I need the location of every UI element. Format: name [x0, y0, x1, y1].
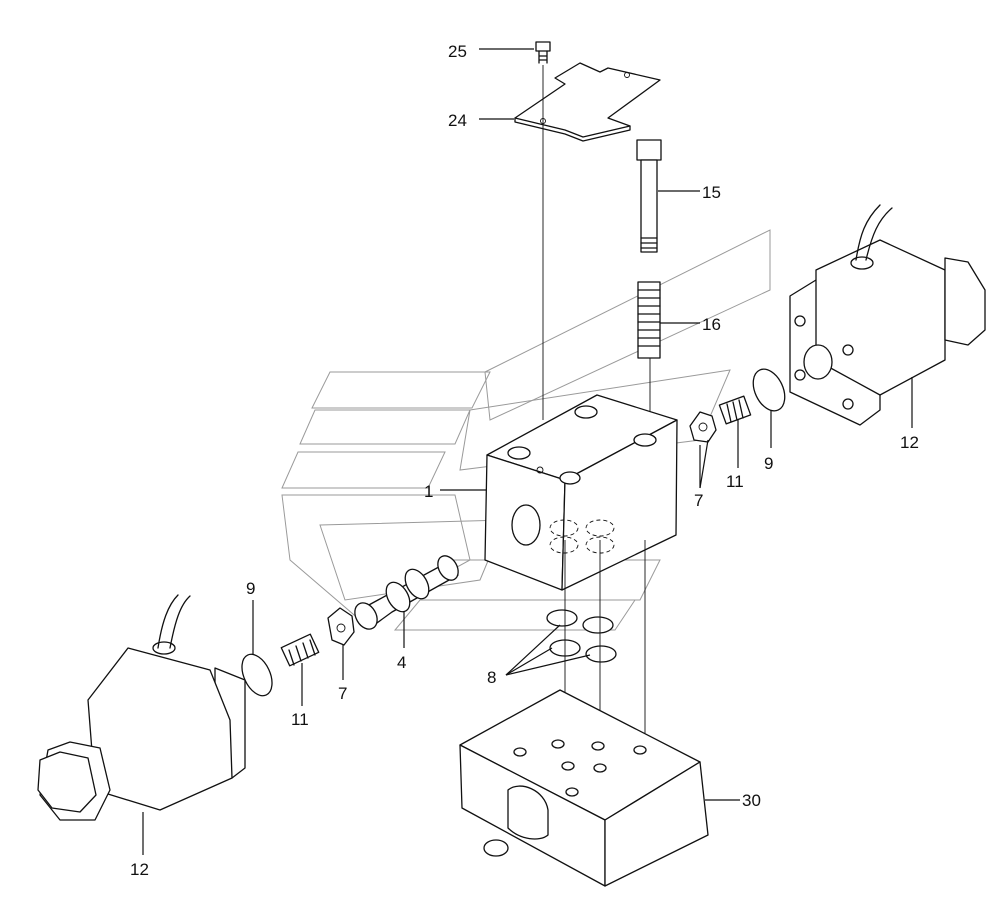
part-25-screw [479, 41, 551, 64]
part-30-subplate [459, 689, 740, 887]
callout-8: 8 [487, 668, 496, 687]
callout-1: 1 [424, 482, 433, 501]
callout-15: 15 [702, 183, 721, 202]
callout-9-right: 9 [764, 454, 773, 473]
part-4-spool [354, 555, 459, 648]
part-9-right-oring [752, 368, 786, 448]
part-7-right-retainer [689, 411, 717, 489]
callout-12-right: 12 [900, 433, 919, 452]
callout-24: 24 [448, 111, 467, 130]
callout-9-left: 9 [246, 579, 255, 598]
callout-25: 25 [448, 42, 467, 61]
callout-11-left: 11 [291, 710, 309, 729]
callout-11-right: 11 [726, 472, 744, 491]
part-11-right-spring [718, 395, 752, 468]
part-15-bolt [636, 139, 700, 253]
callout-7-left: 7 [338, 684, 347, 703]
callout-30: 30 [742, 791, 761, 810]
part-7-left-retainer [327, 607, 355, 680]
callout-labels: 25 24 15 16 1 7 11 9 12 9 11 7 4 8 30 12 [130, 42, 919, 879]
part-8-orings [505, 540, 646, 760]
part-24-cover-plate [479, 62, 661, 420]
callout-16: 16 [702, 315, 721, 334]
part-11-left-spring [280, 633, 320, 706]
callout-7-right: 7 [694, 491, 703, 510]
part-12-right-solenoid [789, 204, 986, 428]
part-12-left-solenoid [37, 594, 246, 855]
callout-4: 4 [397, 653, 406, 672]
part-1-valve-body [440, 394, 678, 591]
callout-12-left: 12 [130, 860, 149, 879]
